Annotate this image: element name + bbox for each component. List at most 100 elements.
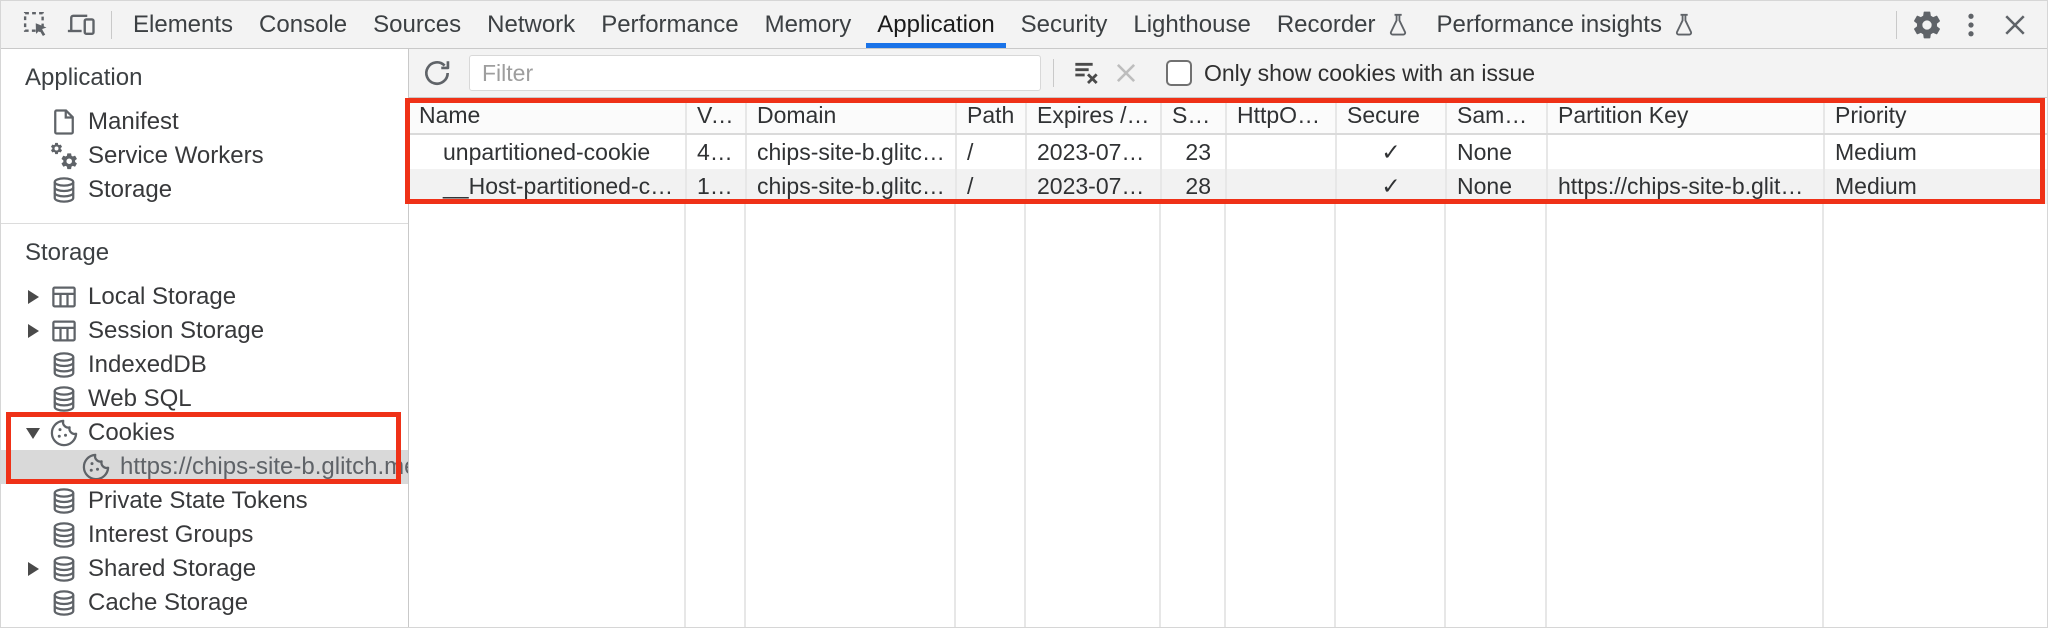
cell-httponly <box>1226 134 1337 169</box>
cell-secure: ✓ <box>1336 169 1447 204</box>
database-icon <box>49 384 79 414</box>
settings-gear-button[interactable] <box>1905 5 1949 45</box>
column-header-expires-m[interactable]: Expires / M… <box>1026 98 1162 135</box>
cell-value: 123 <box>686 169 747 204</box>
clear-filter-button[interactable] <box>1066 53 1106 93</box>
tab-lighthouse[interactable]: Lighthouse <box>1120 1 1263 48</box>
sidebar-item-label: Local Storage <box>88 283 237 310</box>
cell-size: 28 <box>1161 169 1227 204</box>
sidebar-item-cache-storage[interactable]: Cache Storage <box>1 586 408 620</box>
sidebar-item-storage[interactable]: Storage <box>1 173 408 207</box>
column-header-partition-key[interactable]: Partition Key <box>1547 98 1825 135</box>
column-gridline <box>1334 204 1336 627</box>
cookie-table-header-row: NameValueDomainPathExpires / M…SizeHttpO… <box>409 98 2047 135</box>
sidebar-item-https-chips-site-b-glitch-me[interactable]: https://chips-site-b.glitch.me <box>1 450 408 484</box>
tab-recorder[interactable]: Recorder <box>1264 1 1424 48</box>
tab-label: Performance <box>601 10 739 38</box>
database-icon <box>49 520 79 550</box>
flask-icon <box>1385 12 1411 38</box>
sidebar-item-label: Web SQL <box>88 385 192 412</box>
close-devtools-button[interactable] <box>1993 5 2037 45</box>
sidebar-item-manifest[interactable]: Manifest <box>1 105 408 139</box>
tab-elements[interactable]: Elements <box>120 1 246 48</box>
tab-label: Recorder <box>1276 10 1376 38</box>
column-header-name[interactable]: Name <box>409 98 687 135</box>
tab-label: Network <box>487 10 576 38</box>
tab-sources[interactable]: Sources <box>360 1 474 48</box>
sidebar-item-service-workers[interactable]: Service Workers <box>1 139 408 173</box>
sidebar-item-cookies[interactable]: Cookies <box>1 416 408 450</box>
table-icon <box>49 316 79 346</box>
sidebar-item-label: Service Workers <box>88 142 264 169</box>
tab-label: Elements <box>133 10 234 38</box>
sidebar-item-label: IndexedDB <box>88 351 207 378</box>
tab-network[interactable]: Network <box>474 1 588 48</box>
divider <box>111 10 112 39</box>
tab-memory[interactable]: Memory <box>752 1 865 48</box>
section-title-application: Application <box>25 64 143 91</box>
database-icon <box>49 175 79 205</box>
database-icon <box>49 588 79 618</box>
inspect-button[interactable] <box>15 5 59 45</box>
tab-security[interactable]: Security <box>1008 1 1121 48</box>
sidebar-item-local-storage[interactable]: Local Storage <box>1 280 408 314</box>
more-options-kebab-button[interactable] <box>1949 5 1993 45</box>
column-header-samesite[interactable]: SameSite <box>1446 98 1548 135</box>
sidebar-item-indexeddb[interactable]: IndexedDB <box>1 348 408 382</box>
column-header-priority[interactable]: Priority <box>1824 98 2047 135</box>
column-header-httponly[interactable]: HttpOnly <box>1226 98 1337 135</box>
cookie-table: NameValueDomainPathExpires / M…SizeHttpO… <box>409 98 2047 204</box>
tab-label: Performance insights <box>1436 10 1662 38</box>
column-gridline <box>1024 204 1026 627</box>
device-toolbar-icon <box>66 10 96 40</box>
column-header-value[interactable]: Value <box>686 98 747 135</box>
column-gridline <box>1444 204 1446 627</box>
sidebar-item-label: Storage <box>88 176 173 203</box>
cell-samesite: None <box>1446 134 1548 169</box>
cell-path: / <box>956 169 1027 204</box>
sidebar-item-label: Interest Groups <box>88 521 254 548</box>
column-header-size[interactable]: Size <box>1161 98 1227 135</box>
triangle-down-icon <box>26 427 40 439</box>
divider <box>1896 10 1897 39</box>
column-gridline <box>684 204 686 627</box>
sidebar-item-interest-groups[interactable]: Interest Groups <box>1 518 408 552</box>
sidebar-item-private-state-tokens[interactable]: Private State Tokens <box>1 484 408 518</box>
tab-application[interactable]: Application <box>864 1 1007 48</box>
column-gridline <box>1224 204 1226 627</box>
column-header-secure[interactable]: Secure <box>1336 98 1447 135</box>
refresh-button[interactable] <box>417 53 457 93</box>
tabbar-right-icons <box>1888 1 2047 48</box>
tab-performance-insights[interactable]: Performance insights <box>1424 1 1710 48</box>
expander-collapsed-icon[interactable] <box>25 290 49 304</box>
column-gridline <box>744 204 746 627</box>
expander-collapsed-icon[interactable] <box>25 324 49 338</box>
cell-size: 23 <box>1161 134 1227 169</box>
refresh-icon <box>421 57 453 89</box>
tab-console[interactable]: Console <box>246 1 360 48</box>
table-icon <box>49 282 79 312</box>
only-issue-cookies-checkbox[interactable] <box>1166 60 1192 86</box>
column-gridline <box>1159 204 1161 627</box>
column-header-domain[interactable]: Domain <box>746 98 957 135</box>
filter-input[interactable] <box>469 55 1041 91</box>
cell-partition-key: https://chips-site-b.glitch.me <box>1547 169 1825 204</box>
expander-collapsed-icon[interactable] <box>25 562 49 576</box>
cell-value: 456 <box>686 134 747 169</box>
delete-selected-button[interactable] <box>1106 53 1146 93</box>
sidebar-item-session-storage[interactable]: Session Storage <box>1 314 408 348</box>
sidebar-item-web-sql[interactable]: Web SQL <box>1 382 408 416</box>
cell-path: / <box>956 134 1027 169</box>
expander-expanded-icon[interactable] <box>25 427 49 439</box>
device-toolbar-button[interactable] <box>59 5 103 45</box>
sidebar-item-shared-storage[interactable]: Shared Storage <box>1 552 408 586</box>
tab-label: Memory <box>764 10 852 38</box>
cookie-icon <box>81 452 111 482</box>
tab-performance[interactable]: Performance <box>588 1 751 48</box>
column-gridline <box>954 204 956 627</box>
column-header-path[interactable]: Path <box>956 98 1027 135</box>
